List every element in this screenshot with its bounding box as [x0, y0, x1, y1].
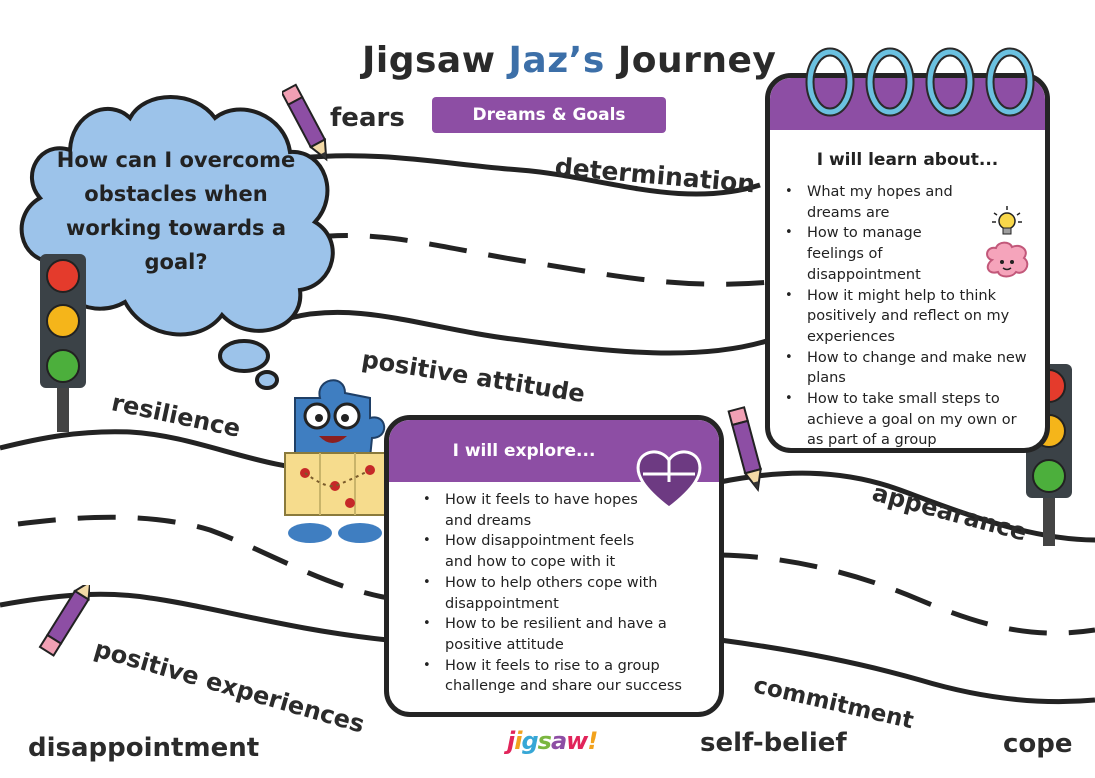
- list-item: How to be resilient and have a positive …: [419, 614, 703, 655]
- learn-card-heading: I will learn about...: [816, 150, 999, 170]
- list-item: How it might help to think positively an…: [781, 286, 1031, 348]
- spiral-binding-icon: [805, 47, 1035, 117]
- pencil-icon: [727, 406, 762, 493]
- pencil-icon: [282, 83, 328, 162]
- heart-puzzle-icon: [636, 450, 702, 510]
- list-item: How disappointment feels and how to cope…: [419, 531, 703, 572]
- list-item: How to take small steps to achieve a goa…: [781, 389, 1031, 448]
- list-item: What my hopes and dreams are: [781, 182, 1031, 223]
- word-cope: cope: [1003, 729, 1073, 759]
- brain-icon: [986, 241, 1029, 278]
- list-item: How it feels to have hopes and dreams: [419, 490, 703, 531]
- word-fears: fears: [330, 103, 405, 133]
- question-text: How can I overcome obstacles when workin…: [56, 148, 296, 274]
- explore-list: How it feels to have hopes and dreams Ho…: [389, 482, 719, 697]
- puzzle-character-icon: [284, 379, 391, 543]
- list-item: How it feels to rise to a group challeng…: [419, 656, 703, 697]
- list-item: How to help others cope with disappointm…: [419, 573, 703, 614]
- list-item: How to change and make new plans: [781, 348, 1031, 389]
- word-disappointment: disappointment: [28, 733, 260, 763]
- jigsaw-logo: jigsaw!: [507, 727, 598, 755]
- topic-pill: Dreams & Goals: [432, 97, 666, 133]
- lightbulb-icon: [992, 206, 1022, 235]
- pencil-icon: [38, 585, 90, 657]
- learn-list: What my hopes and dreams are How to mana…: [770, 182, 1045, 448]
- word-self-belief: self-belief: [700, 728, 847, 758]
- list-item: How to manage feelings of disappointment: [781, 223, 1031, 285]
- page-title: Jigsaw Jaz’s Journey: [362, 40, 777, 81]
- traffic-light-icon: [40, 254, 86, 432]
